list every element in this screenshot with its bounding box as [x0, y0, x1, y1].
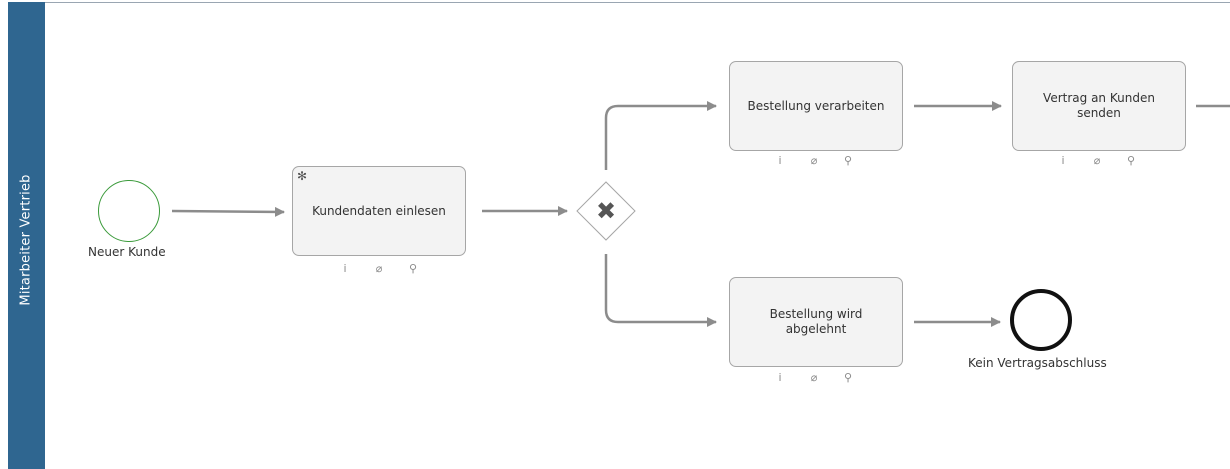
task-bestellung-wird-abgelehnt[interactable]: Bestellung wird abgelehnt	[729, 277, 903, 367]
gear-icon: ✻	[297, 169, 308, 183]
task-toolbar: i ⌀ ⚲	[338, 262, 420, 275]
task-toolbar: i ⌀ ⚲	[1056, 154, 1138, 167]
end-event-label: Kein Vertragsabschluss	[968, 356, 1107, 370]
info-icon[interactable]: i	[343, 262, 347, 275]
flow-start-to-task1[interactable]	[171, 206, 285, 217]
info-icon[interactable]: i	[778, 154, 782, 167]
task-toolbar: i ⌀ ⚲	[773, 371, 855, 384]
task-label: Vertrag an Kunden senden	[1043, 91, 1155, 120]
attachment-icon[interactable]: ⌀	[810, 154, 818, 167]
start-event[interactable]	[98, 180, 160, 242]
attachment-icon[interactable]: ⌀	[1093, 154, 1101, 167]
task-kundendaten-einlesen[interactable]: ✻ Kundendaten einlesen	[292, 166, 466, 256]
attachment-icon[interactable]: ⌀	[810, 371, 818, 384]
task-label: Bestellung verarbeiten	[747, 98, 885, 113]
task-label: Bestellung wird abgelehnt	[769, 307, 863, 336]
hierarchy-icon[interactable]: ⚲	[1126, 154, 1136, 167]
start-event-label: Neuer Kunde	[88, 245, 166, 259]
hierarchy-icon[interactable]: ⚲	[843, 371, 853, 384]
gateway-x-icon: ✖	[595, 197, 617, 225]
flow-gateway-to-task4[interactable]	[604, 254, 717, 327]
task-vertrag-an-kunden-senden[interactable]: Vertrag an Kunden senden	[1012, 61, 1186, 151]
hierarchy-icon[interactable]: ⚲	[408, 262, 418, 275]
lane-header[interactable]	[8, 2, 45, 469]
task-bestellung-verarbeiten[interactable]: Bestellung verarbeiten	[729, 61, 903, 151]
info-icon[interactable]: i	[1061, 154, 1065, 167]
hierarchy-icon[interactable]: ⚲	[843, 154, 853, 167]
task-label: Kundendaten einlesen	[312, 203, 446, 218]
task-toolbar: i ⌀ ⚲	[773, 154, 855, 167]
end-event[interactable]	[1010, 289, 1072, 351]
flow-gateway-to-task2[interactable]	[604, 101, 717, 170]
attachment-icon[interactable]: ⌀	[375, 262, 383, 275]
info-icon[interactable]: i	[778, 371, 782, 384]
